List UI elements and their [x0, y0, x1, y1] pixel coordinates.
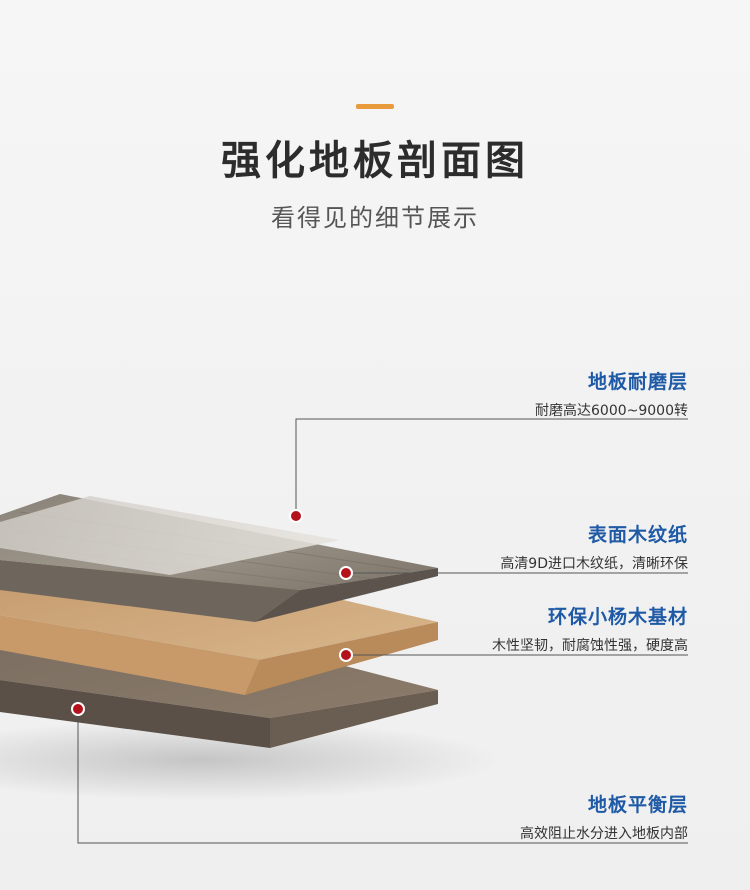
leader-lines — [77, 418, 688, 844]
label-title: 地板平衡层 — [587, 794, 688, 816]
floor-shadow — [0, 720, 500, 800]
label-core-layer: 环保小杨木基材 木性坚韧，耐腐蚀性强，硬度高 — [492, 602, 688, 655]
label-desc: 高清9D进口木纹纸，清晰环保 — [500, 556, 688, 572]
layer-markers — [71, 509, 353, 716]
marker-wear — [289, 509, 303, 523]
page-subtitle: 看得见的细节展示 — [271, 204, 479, 232]
leader-line-balance — [77, 709, 688, 844]
label-desc: 木性坚韧，耐腐蚀性强，硬度高 — [492, 638, 688, 654]
label-decor-layer: 表面木纹纸 高清9D进口木纹纸，清晰环保 — [500, 520, 688, 573]
page-title: 强化地板剖面图 — [221, 138, 529, 184]
label-title: 表面木纹纸 — [587, 524, 688, 546]
marker-decor — [339, 566, 353, 580]
label-title: 环保小杨木基材 — [547, 606, 688, 628]
label-desc: 高效阻止水分进入地板内部 — [520, 826, 688, 842]
marker-core — [339, 648, 353, 662]
label-wear-layer: 地板耐磨层 耐磨高达6000~9000转 — [535, 367, 688, 420]
title-accent-bar — [356, 104, 394, 109]
label-title: 地板耐磨层 — [587, 371, 688, 393]
wear-layer-shape — [0, 496, 340, 575]
marker-balance — [71, 702, 85, 716]
label-desc: 耐磨高达6000~9000转 — [535, 403, 688, 419]
label-balance-layer: 地板平衡层 高效阻止水分进入地板内部 — [520, 790, 688, 843]
leader-line-wear — [295, 418, 688, 516]
